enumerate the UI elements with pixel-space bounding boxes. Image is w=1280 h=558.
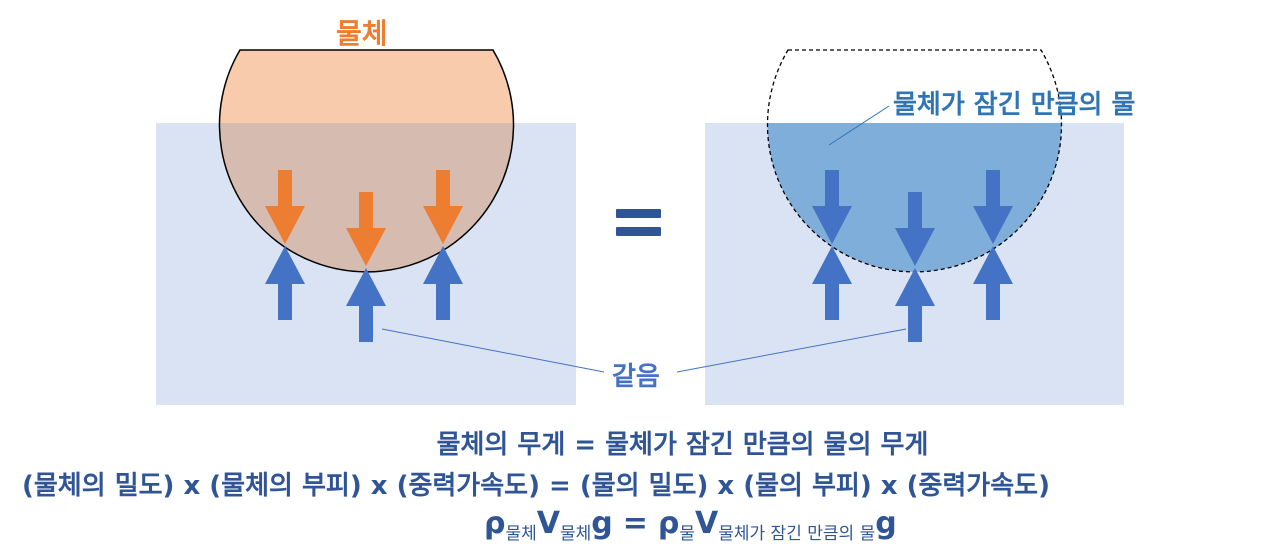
equals-sign: = (622, 506, 648, 541)
rho-symbol-water: ρ (657, 506, 680, 541)
blue-down-arrow-2 (895, 192, 935, 266)
orange-down-arrow-3 (423, 170, 463, 244)
expanded-equation: (물체의 밀도) x (물체의 부피) x (중력가속도) = (물의 밀도) … (22, 471, 1050, 501)
weight-equation: 물체의 무게 = 물체가 잠긴 만큼의 물의 무게 (436, 430, 929, 460)
same-leader-line-right (676, 328, 907, 373)
buoyancy-diagram (156, 49, 1124, 405)
displaced-water-label: 물체가 잠긴 만큼의 물 (893, 90, 1136, 120)
water-label-leader-line (828, 105, 890, 146)
left-up-arrows (265, 246, 463, 342)
rho-symbol: ρ (484, 506, 506, 541)
blue-up-arrow-4 (812, 246, 852, 320)
volume-subscript-displaced: 물체가 잠긴 만큼의 물 (718, 524, 876, 544)
volume-symbol: V (536, 506, 560, 541)
equals-sign-icon (616, 209, 661, 236)
right-object-dashed-outline (766, 49, 1063, 273)
blue-up-arrow-1 (265, 246, 305, 320)
blue-up-arrow-6 (973, 246, 1013, 320)
blue-down-arrow-1 (812, 170, 852, 244)
same-leader-line-left (381, 328, 605, 373)
blue-up-arrow-5 (895, 268, 935, 342)
object-label: 물체 (336, 17, 388, 50)
gravity-symbol: g (591, 506, 613, 541)
right-down-arrows (812, 170, 1013, 266)
orange-down-arrow-2 (346, 192, 386, 266)
left-object-outline (218, 49, 515, 273)
volume-symbol-water: V (695, 506, 719, 541)
same-label: 같음 (612, 362, 660, 392)
blue-up-arrow-3 (423, 246, 463, 320)
rho-subscript-water: 물 (679, 524, 696, 544)
orange-down-arrow-1 (265, 170, 305, 244)
symbolic-equation: ρ물체V물체g=ρ물V물체가 잠긴 만큼의 물g (484, 506, 897, 544)
rho-subscript-object: 물체 (505, 524, 537, 544)
gravity-symbol-water: g (875, 506, 897, 541)
volume-subscript-object: 물체 (559, 524, 592, 544)
blue-up-arrow-2 (346, 268, 386, 342)
blue-down-arrow-3 (973, 170, 1013, 244)
right-up-arrows (812, 246, 1013, 342)
left-down-arrows (265, 170, 463, 266)
